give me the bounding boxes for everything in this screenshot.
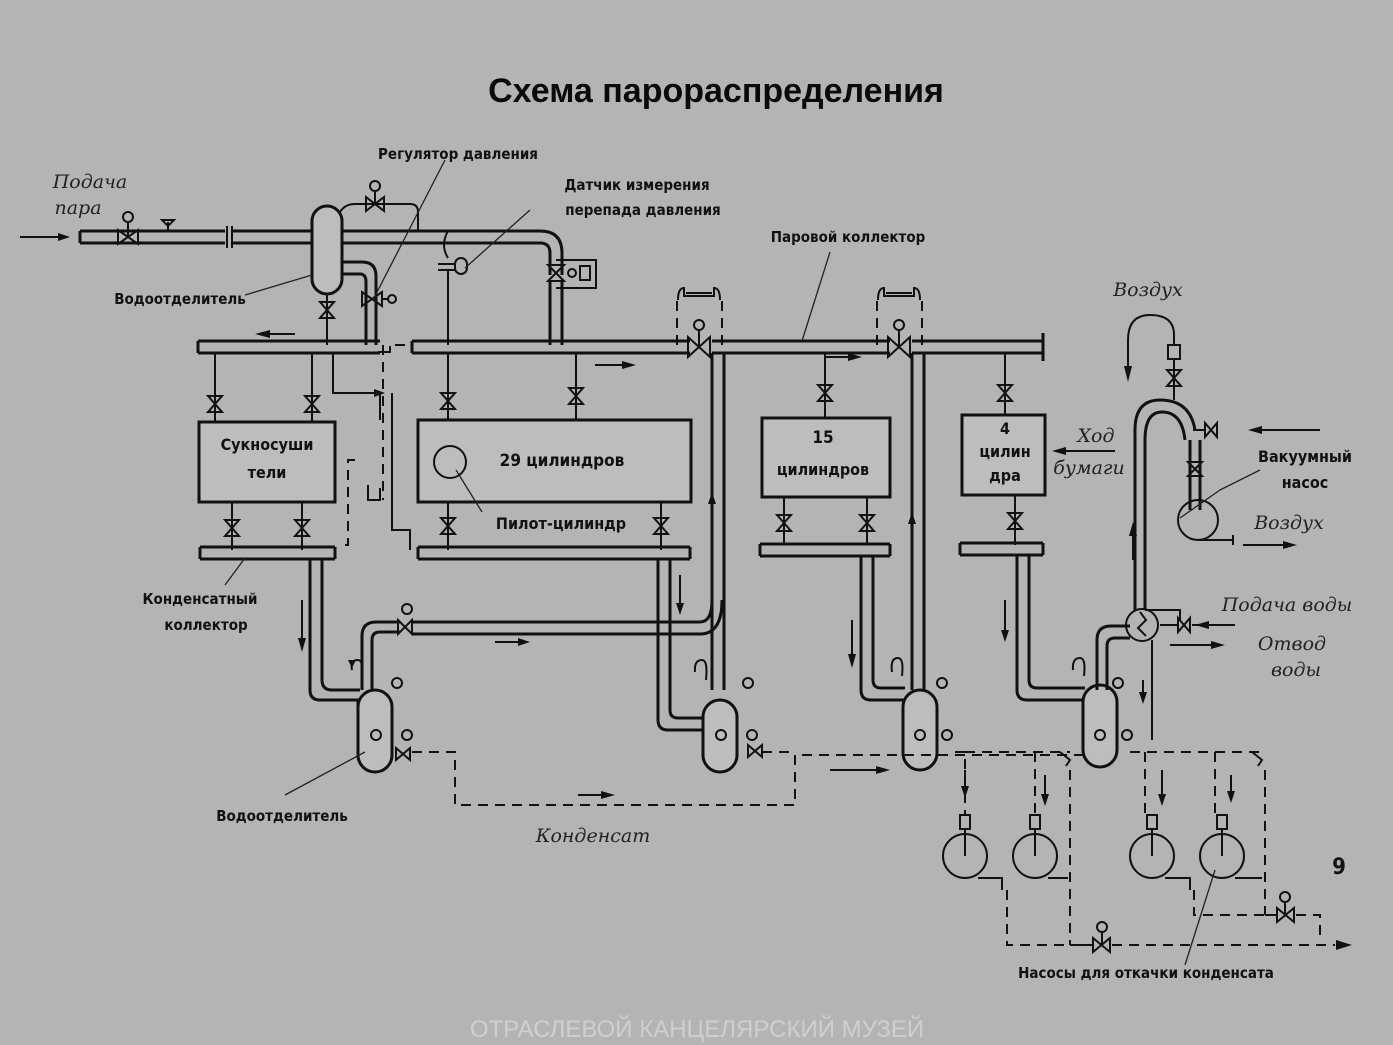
steam-header: [196, 286, 1045, 690]
condensate-return-3: [848, 512, 953, 772]
label-steam-supply: пара: [54, 197, 101, 219]
pilot-cylinder-icon: [433, 445, 467, 479]
condensate-return-1: [298, 559, 724, 774]
label-steam-header: Паровой коллектор: [771, 228, 926, 246]
label-pilot-cylinder: Пилот-цилиндр: [496, 514, 626, 533]
condensate-pump-icon: [1129, 814, 1191, 890]
condensate-return-4: [1001, 555, 1147, 769]
group-15-cylinders: 15 цилиндров: [758, 353, 892, 558]
label-condensate: Конденсат: [535, 825, 650, 847]
leader-lines: [224, 159, 1261, 966]
label-water-drain: Отвод: [1258, 633, 1326, 655]
pressure-gauge-icon: [159, 219, 177, 231]
dp-sensor-icon: [438, 230, 468, 345]
group-label-line: 15: [812, 428, 833, 448]
label-dp-sensor: Датчик измерения: [564, 176, 709, 194]
condensate-pump-icon: [1199, 814, 1262, 879]
main-control-valve-icon: [545, 259, 597, 345]
felt-dryer-side-piping: [332, 344, 411, 550]
group-felt-dryers: Сукносуши тели: [197, 353, 337, 561]
label-condensate-header: коллектор: [164, 616, 248, 634]
group-4-cylinders: 4 цилин дра: [958, 353, 1047, 557]
group-label-line: дра: [989, 466, 1021, 485]
group-label-line: цилин: [979, 442, 1030, 461]
steam-supply-line: [20, 211, 315, 248]
vacuum-system: [1052, 313, 1320, 740]
supply-valve-icon: [117, 211, 139, 246]
label-pressure-regulator: Регулятор давления: [378, 145, 538, 163]
label-steam-supply: Подача: [52, 171, 128, 193]
group-label-line: тели: [248, 463, 287, 482]
group-label-line: 29 цилиндров: [500, 451, 625, 471]
label-water-separator: Водоотделитель: [114, 290, 246, 308]
label-water-separator: Водоотделитель: [216, 807, 348, 825]
diagram-title: Схема парораспределения: [488, 72, 944, 110]
group-label-line: 4: [1000, 419, 1010, 438]
group-label-line: цилиндров: [777, 460, 869, 479]
group-29-cylinders: 29 цилиндров: [416, 353, 693, 561]
label-vacuum-pump: насос: [1282, 473, 1329, 492]
label-condensate-pumps: Насосы для откачки конденсата: [1018, 964, 1274, 982]
condenser-icon: [1125, 608, 1159, 642]
label-condensate-header: Конденсатный: [143, 590, 258, 608]
label-paper-travel: бумаги: [1053, 457, 1125, 479]
watermark: ОТРАСЛЕВОЙ КАНЦЕЛЯРСКИЙ МУЗЕЙ: [470, 1015, 924, 1043]
group-label-line: Сукносуши: [221, 435, 314, 454]
label-water-drain: воды: [1271, 659, 1321, 681]
label-air: Воздух: [1112, 279, 1183, 301]
label-air-out: Воздух: [1253, 512, 1324, 534]
label-dp-sensor: перепада давления: [565, 201, 720, 219]
condensate-pump-icon: [1012, 814, 1068, 879]
page-number: 9: [1332, 855, 1346, 880]
condensate-return-2: [656, 492, 763, 774]
label-water-supply: Подача воды: [1221, 594, 1353, 616]
label-paper-travel: Ход: [1075, 425, 1114, 447]
top-water-separator: [310, 180, 564, 345]
condensate-pump-icon: [942, 814, 1003, 890]
label-vacuum-pump: Вакуумный: [1258, 447, 1352, 466]
condensate-lines: [412, 751, 1352, 955]
